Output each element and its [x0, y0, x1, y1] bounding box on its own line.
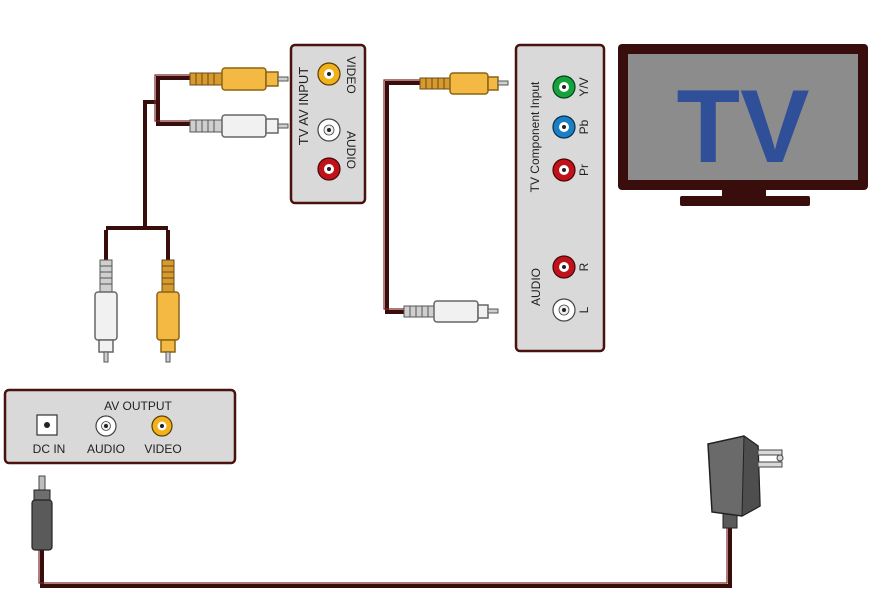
av-audio-label: AUDIO — [87, 442, 125, 456]
component-r-label: R — [577, 262, 591, 271]
tv-av-video-label: VIDEO — [344, 56, 358, 93]
cable-trunk — [143, 100, 158, 226]
av-video-label: VIDEO — [144, 442, 181, 456]
component-l-label: L — [577, 306, 591, 313]
tv-av-panel-title: TV AV INPUT — [296, 67, 311, 146]
dc-in-label: DC IN — [33, 442, 66, 456]
component-audio-label: AUDIO — [529, 268, 543, 306]
rca-plug-white-top — [189, 114, 289, 138]
rca-plug-yellow-top — [189, 67, 289, 91]
tv-av-input-panel: TV AV INPUT VIDEO AUDIO — [289, 43, 367, 205]
device-av-output-panel: AV OUTPUT DC IN AUDIO VIDEO — [3, 388, 237, 465]
cable-split-bottom — [104, 226, 170, 260]
rca-plug-white-bottom — [94, 259, 118, 363]
rca-plug-yellow-component — [419, 72, 509, 95]
tv-component-input-panel: TV Component Input Y/V Pb Pr AUDIO R L — [514, 43, 606, 353]
tv-icon: TV — [618, 44, 868, 206]
av-output-title: AV OUTPUT — [104, 399, 172, 413]
cables — [40, 76, 732, 588]
rca-plug-white-component — [403, 300, 499, 323]
component-pr-label: Pr — [577, 164, 591, 176]
cable-video-top — [156, 76, 190, 126]
cable-component — [385, 81, 420, 314]
component-panel-title: TV Component Input — [528, 81, 542, 192]
tv-av-audio-label: AUDIO — [344, 131, 358, 169]
tv-screen-label: TV — [677, 69, 810, 185]
component-yv-label: Y/V — [577, 77, 591, 96]
cable-power — [40, 525, 732, 588]
dc-plug — [31, 475, 53, 551]
component-pb-label: Pb — [577, 119, 591, 134]
rca-plug-yellow-bottom — [156, 259, 180, 363]
power-adapter-icon — [707, 435, 784, 529]
